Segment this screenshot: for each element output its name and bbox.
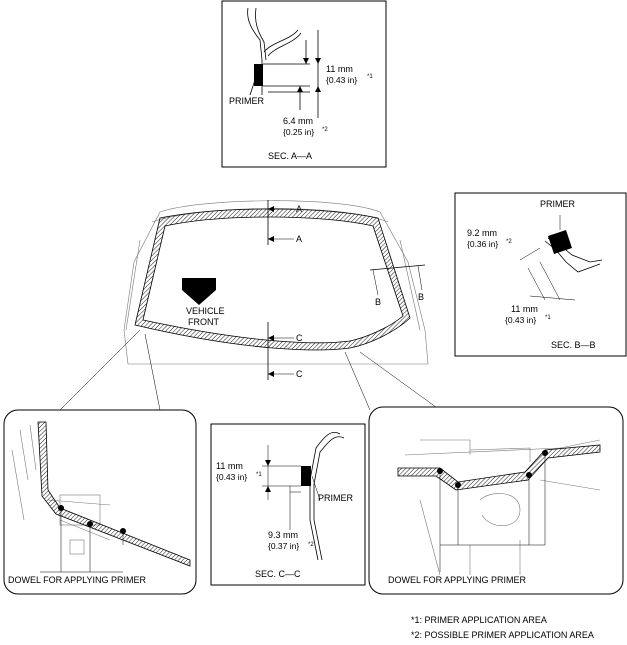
section-c-c-panel: 11 mm {0.43 in} *1 PRIMER 9.3 mm {0.37 i… [210,423,366,586]
section-title: SEC. A—A [268,151,312,161]
dim-11mm-label: 11 mm [511,304,538,314]
cut-b-label: B [375,297,381,307]
arrowhead [268,371,274,377]
body-panel-line [267,32,302,57]
dim-11mm-inch: {0.43 in} [326,75,357,85]
legend-note-2: *2: POSSIBLE PRIMER APPLICATION AREA [411,630,594,640]
arrowhead [268,236,274,242]
primer-block [548,230,572,254]
primer-label: PRIMER [318,493,354,503]
detail-leader [59,329,141,411]
vehicle-front-label: FRONT [188,317,219,327]
legend: *1: PRIMER APPLICATION AREA *2: POSSIBLE… [411,615,594,640]
pillar-line [125,239,141,331]
legend-note-1: *1: PRIMER APPLICATION AREA [411,615,547,625]
detail-leader [144,333,161,411]
primer-label: PRIMER [229,96,265,106]
dim-9-2mm-inch: {0.36 in} [467,239,498,249]
section-title: SEC. C—C [255,569,301,579]
cut-c-label: C [296,333,303,343]
primer-block [301,466,311,486]
arrowhead [265,486,271,492]
body-outline [123,200,429,365]
cut-line-b [369,264,426,271]
dim-9-3mm-label: 9.3 mm [268,530,298,540]
vehicle-front-arrow-icon [182,278,216,305]
arrowhead [265,460,271,466]
section-b-b-frame [454,192,627,357]
cut-line-b-arrow [417,265,423,291]
pillar-line [399,239,421,331]
dim-9-3mm-inch: {0.37 in} [268,541,299,551]
body-panel-line [247,7,263,95]
dowel-caption: DOWEL FOR APPLYING PRIMER [388,575,527,585]
dowel-caption: DOWEL FOR APPLYING PRIMER [8,575,147,585]
detail-leader [344,351,371,411]
note-ref: *2 [308,542,314,548]
note-ref: *2 [322,127,328,133]
note-ref: *1 [256,472,262,478]
dimension-line [529,295,576,301]
cut-b-label: B [418,292,424,302]
note-ref: *1 [545,315,551,321]
body-panel-line [263,29,299,53]
primer-leader [311,475,321,501]
windshield-seal [134,208,411,351]
left-detail-panel: DOWEL FOR APPLYING PRIMER [3,409,197,595]
cut-line-b-arrow [372,269,379,296]
note-ref: *2 [506,239,512,245]
right-detail-frame [368,406,624,595]
arrowhead [315,86,321,92]
section-title: SEC. B—B [551,340,596,350]
seal-strip [37,421,191,567]
dim-11mm-inch: {0.43 in} [216,472,247,482]
dim-11mm-label: 11 mm [216,461,243,471]
cut-a-label: A [296,204,302,214]
body-panel-line [313,436,345,561]
detail-leader [359,351,441,411]
section-c-c-frame [210,423,366,586]
section-a-a-frame [221,0,387,168]
body-structure [69,539,85,555]
body-panel-line [255,7,267,61]
arrowhead [268,335,274,341]
arrowhead [303,58,309,64]
body-structure [404,439,601,526]
dim-11mm-label: 11 mm [326,64,353,74]
section-b-b-panel: PRIMER 9.2 mm {0.36 in} *2 11 mm {0.43 i… [454,192,627,357]
body-structure [11,424,111,541]
dimension-line [539,261,561,301]
primer-label: PRIMER [540,199,576,209]
primer-block [254,64,263,86]
vehicle-front-label: VEHICLE [186,306,225,316]
dim-6-4mm-inch: {0.25 in} [283,127,314,137]
dim-9-2mm-label: 9.2 mm [467,228,497,238]
arrowhead [297,86,303,92]
arrowhead [315,58,321,64]
dim-6-4mm-label: 6.4 mm [283,116,313,126]
cut-c-label: C [296,369,303,379]
dimension-line [519,247,541,261]
dim-11mm-inch: {0.43 in} [505,315,536,325]
dimension-line [527,267,546,301]
body-structure [419,479,601,576]
windshield-overview: A A B B C C VEHICLE FRONT [59,200,441,411]
primer-leader [249,79,256,96]
section-a-a-panel: 11 mm {0.43 in} *1 PRIMER 6.4 mm {0.25 i… [221,0,387,168]
arrowhead [268,206,274,212]
cut-a-label: A [296,234,302,244]
note-ref: *1 [367,74,373,80]
right-detail-panel: DOWEL FOR APPLYING PRIMER [368,406,624,595]
